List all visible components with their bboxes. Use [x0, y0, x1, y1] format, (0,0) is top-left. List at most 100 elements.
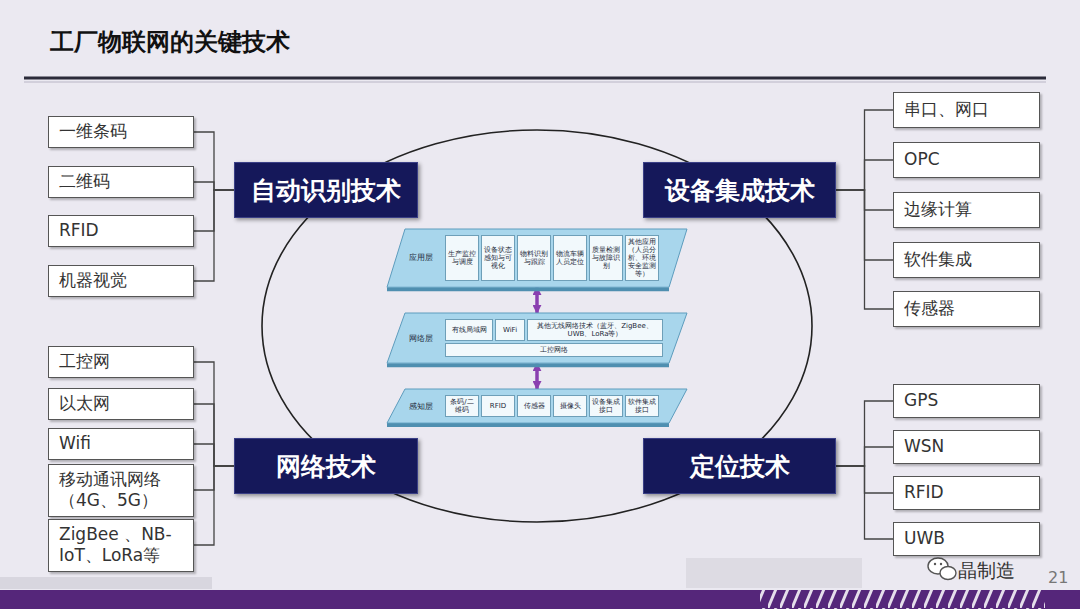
- item-text: 摄像头: [560, 402, 581, 410]
- item-box: Wifi: [48, 428, 194, 460]
- layer-cell: 工控网络: [445, 343, 663, 357]
- bracket-line: [194, 132, 234, 190]
- layer-cell: 条码/二维码: [445, 395, 479, 417]
- layer-edge: [387, 423, 669, 427]
- item-text: 传感器: [904, 298, 955, 319]
- bracket-line: [836, 401, 893, 466]
- item-text: 质量检测与故障识别: [591, 246, 621, 270]
- item-text: 传感器: [524, 402, 545, 410]
- item-text: 边缘计算: [904, 199, 972, 220]
- layer-name: 应用层: [409, 252, 433, 263]
- layer-cell: 有线局域网: [445, 319, 493, 341]
- item-text: RFID: [904, 482, 944, 503]
- item-box: 传感器: [893, 291, 1040, 327]
- wechat-icon-eye: [934, 563, 936, 565]
- item-box: 以太网: [48, 388, 194, 420]
- layer-edge: [387, 363, 669, 367]
- category-name: 定位技术: [690, 450, 790, 483]
- item-box: 边缘计算: [893, 192, 1040, 228]
- item-text: 有线局域网: [452, 326, 487, 334]
- layer-cell: 摄像头: [553, 395, 587, 417]
- item-box: 移动通讯网络（4G、5G）: [48, 464, 194, 517]
- item-text: GPS: [904, 390, 938, 411]
- slide-title: 工厂物联网的关键技术: [50, 26, 290, 58]
- item-text: WiFi: [503, 326, 517, 334]
- layer-cell: 其他应用（人员分析、环境安全监测等）: [625, 235, 659, 281]
- bracket-line: [836, 110, 893, 190]
- item-text: 条码/二维码: [447, 398, 477, 414]
- item-box: WSN: [893, 430, 1040, 464]
- layer-plate: 感知层 条码/二维码RFID 传感器 摄像头 设备集成接口软件集成接口: [387, 389, 687, 423]
- item-box: 一维条码: [48, 116, 194, 148]
- layer-cell: 传感器: [517, 395, 551, 417]
- title-rule: [24, 77, 1046, 80]
- footer-bar: [0, 590, 1080, 609]
- category-box: 网络技术: [234, 438, 418, 494]
- layer-top: [387, 389, 687, 423]
- bracket-line: [194, 362, 234, 466]
- wechat-icon: [940, 567, 956, 580]
- layer-cell: 物料识别与跟踪: [517, 235, 551, 281]
- item-text: 物料识别与跟踪: [519, 250, 549, 266]
- item-text: 工控网: [59, 351, 110, 372]
- layer-top: [387, 313, 687, 363]
- item-box: 工控网: [48, 346, 194, 378]
- category-box: 设备集成技术: [643, 162, 836, 218]
- layer-edge: [387, 287, 669, 291]
- bracket-line: [194, 404, 234, 466]
- item-box: RFID: [48, 215, 194, 247]
- item-text: Wifi: [59, 433, 91, 454]
- item-text: 机器视觉: [59, 270, 127, 291]
- bracket-line: [194, 466, 234, 545]
- category-box: 定位技术: [643, 438, 836, 494]
- bracket-line: [194, 182, 234, 190]
- layer-name: 感知层: [409, 401, 433, 412]
- item-text: 设备状态感知与可视化: [483, 246, 513, 270]
- footer-panel: [686, 558, 862, 588]
- watermark: 晶制造: [958, 558, 1015, 584]
- item-text: OPC: [904, 149, 940, 170]
- item-text: 其他应用（人员分析、环境安全监测等）: [627, 238, 657, 278]
- item-text: 工控网络: [540, 346, 568, 354]
- layer-top: [387, 229, 687, 287]
- layer-cell: 软件集成接口: [625, 395, 659, 417]
- layer-cell: RFID: [481, 395, 515, 417]
- bracket-line: [836, 447, 893, 466]
- wechat-icon-eye: [940, 563, 942, 565]
- bracket-line: [836, 466, 893, 539]
- item-box: 机器视觉: [48, 265, 194, 297]
- layer-cell: 生产监控与调度: [445, 235, 479, 281]
- item-text: 一维条码: [59, 121, 127, 142]
- footer-stripes: [760, 590, 1045, 609]
- bracket-line: [836, 190, 893, 309]
- item-text: ZigBee 、NB-IoT、LoRa等: [59, 524, 183, 567]
- item-text: 其他无线网络技术（蓝牙、ZigBee、UWB、LoRa等）: [529, 322, 661, 338]
- bracket-line: [194, 190, 234, 281]
- item-text: 二维码: [59, 171, 110, 192]
- item-text: 生产监控与调度: [447, 250, 477, 266]
- item-box: OPC: [893, 142, 1040, 178]
- title-rule-shadow: [24, 82, 1046, 83]
- item-text: 软件集成接口: [627, 398, 657, 414]
- item-text: 软件集成: [904, 249, 972, 270]
- layer-cell: 质量检测与故障识别: [589, 235, 623, 281]
- item-box: 串口、网口: [893, 92, 1040, 128]
- item-box: GPS: [893, 384, 1040, 418]
- item-text: 物流车辆人员定位: [555, 250, 585, 266]
- item-text: UWB: [904, 528, 945, 549]
- layer-cell: 设备集成接口: [589, 395, 623, 417]
- category-name: 自动识别技术: [251, 174, 401, 207]
- item-text: 移动通讯网络（4G、5G）: [59, 469, 183, 512]
- item-text: 以太网: [59, 393, 110, 414]
- page-number: 21: [1048, 568, 1068, 587]
- item-box: RFID: [893, 476, 1040, 510]
- layer-cell: 其他无线网络技术（蓝牙、ZigBee、UWB、LoRa等）: [527, 319, 663, 341]
- item-text: WSN: [904, 436, 944, 457]
- layer-cell: 设备状态感知与可视化: [481, 235, 515, 281]
- category-name: 网络技术: [276, 450, 376, 483]
- category-box: 自动识别技术: [234, 162, 418, 218]
- layer-name: 网络层: [409, 333, 433, 344]
- item-box: 二维码: [48, 166, 194, 198]
- item-text: 设备集成接口: [591, 398, 621, 414]
- layer-plate: 网络层 有线局域网 WiFi 其他无线网络技术（蓝牙、ZigBee、UWB、LoRa等…: [387, 313, 687, 363]
